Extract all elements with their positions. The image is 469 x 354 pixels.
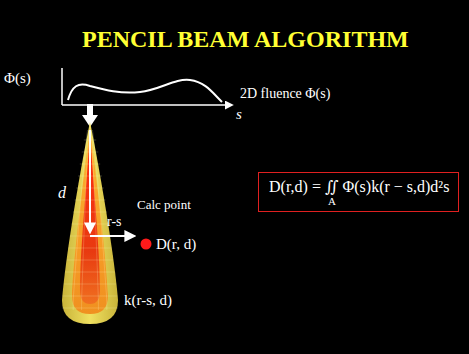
depth-arrow — [89, 130, 91, 232]
axis-label: Φ(s) — [4, 70, 31, 87]
axis-label: s — [236, 106, 242, 123]
integral-domain: A — [328, 195, 336, 207]
formula-box: D(r,d) = ∬ Φ(s)k(r − s,d)d²s — [258, 172, 459, 212]
point-label: Calc point — [137, 198, 191, 212]
kernel-label: k(r-s, d) — [124, 292, 172, 309]
fluence-curve — [68, 80, 222, 102]
depth-label: d — [58, 184, 66, 202]
formula-text: D(r,d) = ∬ Φ(s)k(r − s,d)d²s — [269, 178, 448, 196]
calc-point — [141, 239, 152, 250]
axis — [61, 68, 63, 105]
curve-label: 2D fluence Φ(s) — [240, 86, 330, 101]
dose-label: D(r, d) — [156, 236, 196, 253]
kernel-beam — [72, 128, 108, 314]
kernel-beam — [80, 130, 100, 304]
beam-arrow — [87, 104, 93, 116]
offset-arrow — [90, 235, 134, 237]
offset-label: r-s — [107, 214, 122, 229]
title: PENCIL BEAM ALGORITHM — [82, 26, 409, 52]
